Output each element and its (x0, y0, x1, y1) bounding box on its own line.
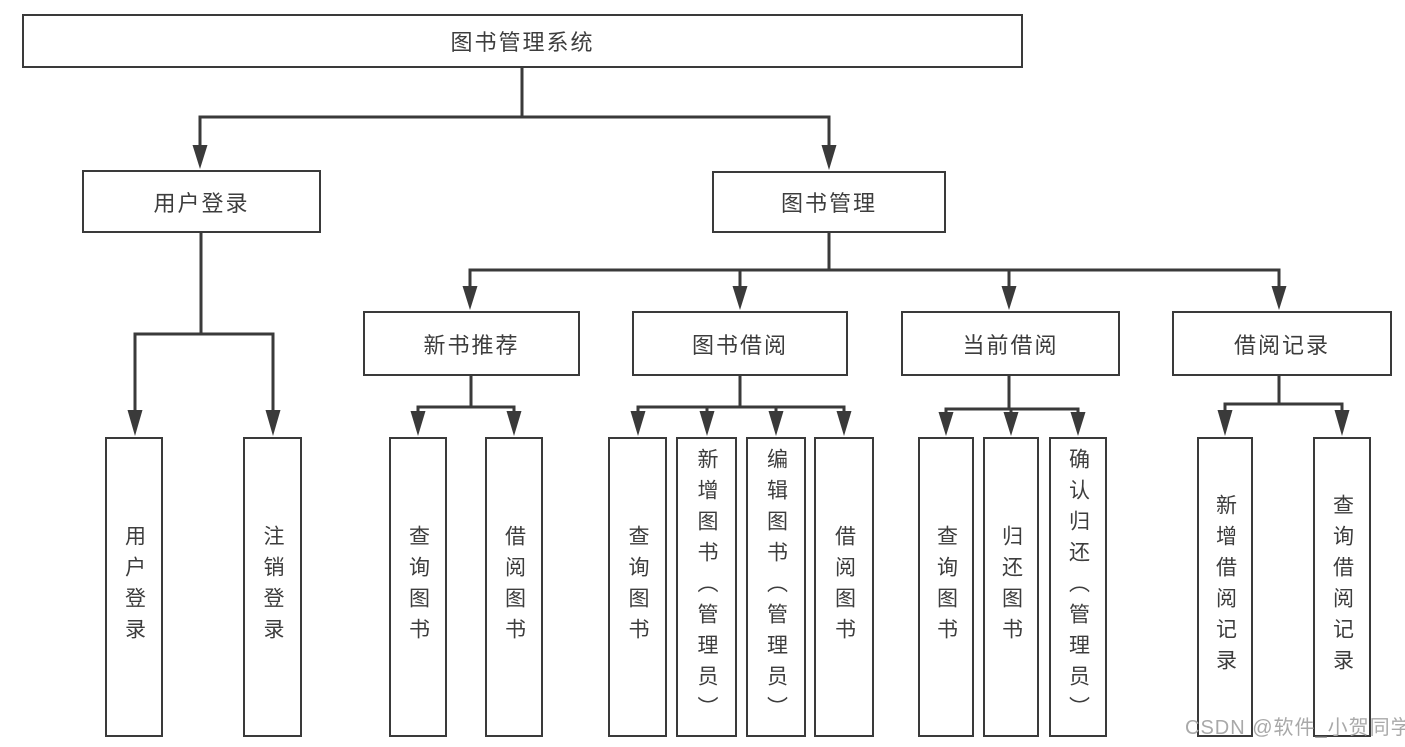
leaf-rec-query-books-label: 查询图书 (406, 525, 430, 649)
leaf-cb-return-books-label: 归还图书 (999, 525, 1023, 649)
leaf-bb-borrow-books-label: 借阅图书 (832, 525, 856, 649)
connector-user-login-to-leaves (127, 233, 281, 436)
connector-borrow-record-to-leaves (1217, 376, 1350, 436)
leaf-cb-confirm-return: 确认归还（管理员） (1049, 437, 1107, 737)
connector-book-mgmt-to-level3 (462, 233, 1287, 310)
connector-book-borrow-to-leaves (630, 376, 852, 436)
node-root: 图书管理系统 (22, 14, 1023, 68)
leaf-rec-borrow-books: 借阅图书 (485, 437, 543, 737)
node-root-label: 图书管理系统 (450, 30, 595, 55)
node-book-mgmt: 图书管理 (712, 171, 946, 233)
leaf-logout-label: 注销登录 (261, 525, 284, 649)
leaf-rec-borrow-books-label: 借阅图书 (502, 525, 526, 649)
csdn-watermark: CSDN @软件_小贺同学 (1185, 717, 1405, 739)
node-book-borrow: 图书借阅 (632, 311, 848, 376)
node-book-borrow-label: 图书借阅 (691, 332, 788, 358)
leaf-rec-query-books: 查询图书 (389, 437, 447, 737)
leaf-br-query-record-label: 查询借阅记录 (1330, 494, 1354, 680)
node-new-book-rec-label: 新书推荐 (423, 332, 520, 358)
leaf-user-login-label: 用户登录 (122, 525, 146, 649)
leaf-bb-query-books: 查询图书 (608, 437, 667, 737)
node-current-borrow: 当前借阅 (901, 311, 1120, 376)
leaf-cb-query-books: 查询图书 (918, 437, 974, 737)
connector-root-to-level2 (192, 68, 837, 170)
leaf-cb-query-books-label: 查询图书 (934, 525, 958, 649)
node-current-borrow-label: 当前借阅 (962, 332, 1059, 358)
leaf-br-query-record: 查询借阅记录 (1313, 437, 1371, 737)
leaf-bb-add-books: 新增图书（管理员） (676, 437, 737, 737)
node-user-login-label: 用户登录 (153, 190, 250, 216)
node-user-login: 用户登录 (82, 170, 321, 233)
leaf-cb-confirm-return-label: 确认归还（管理员） (1066, 447, 1090, 727)
node-book-mgmt-label: 图书管理 (780, 191, 877, 216)
leaf-br-add-record: 新增借阅记录 (1197, 437, 1253, 737)
leaf-cb-return-books: 归还图书 (983, 437, 1039, 737)
leaf-bb-add-books-label: 新增图书（管理员） (695, 447, 718, 727)
leaf-bb-edit-books-label: 编辑图书（管理员） (764, 447, 788, 727)
leaf-bb-borrow-books: 借阅图书 (814, 437, 874, 737)
connector-current-borrow-to-leaves (938, 376, 1086, 436)
node-borrow-record: 借阅记录 (1172, 311, 1392, 376)
node-borrow-record-label: 借阅记录 (1233, 332, 1330, 358)
leaf-bb-query-books-label: 查询图书 (626, 525, 649, 649)
node-new-book-rec: 新书推荐 (363, 311, 580, 376)
leaf-user-login: 用户登录 (105, 437, 163, 737)
leaf-logout: 注销登录 (243, 437, 302, 737)
connector-new-book-rec-to-leaves (410, 376, 522, 436)
leaf-bb-edit-books: 编辑图书（管理员） (746, 437, 806, 737)
leaf-br-add-record-label: 新增借阅记录 (1213, 494, 1237, 680)
